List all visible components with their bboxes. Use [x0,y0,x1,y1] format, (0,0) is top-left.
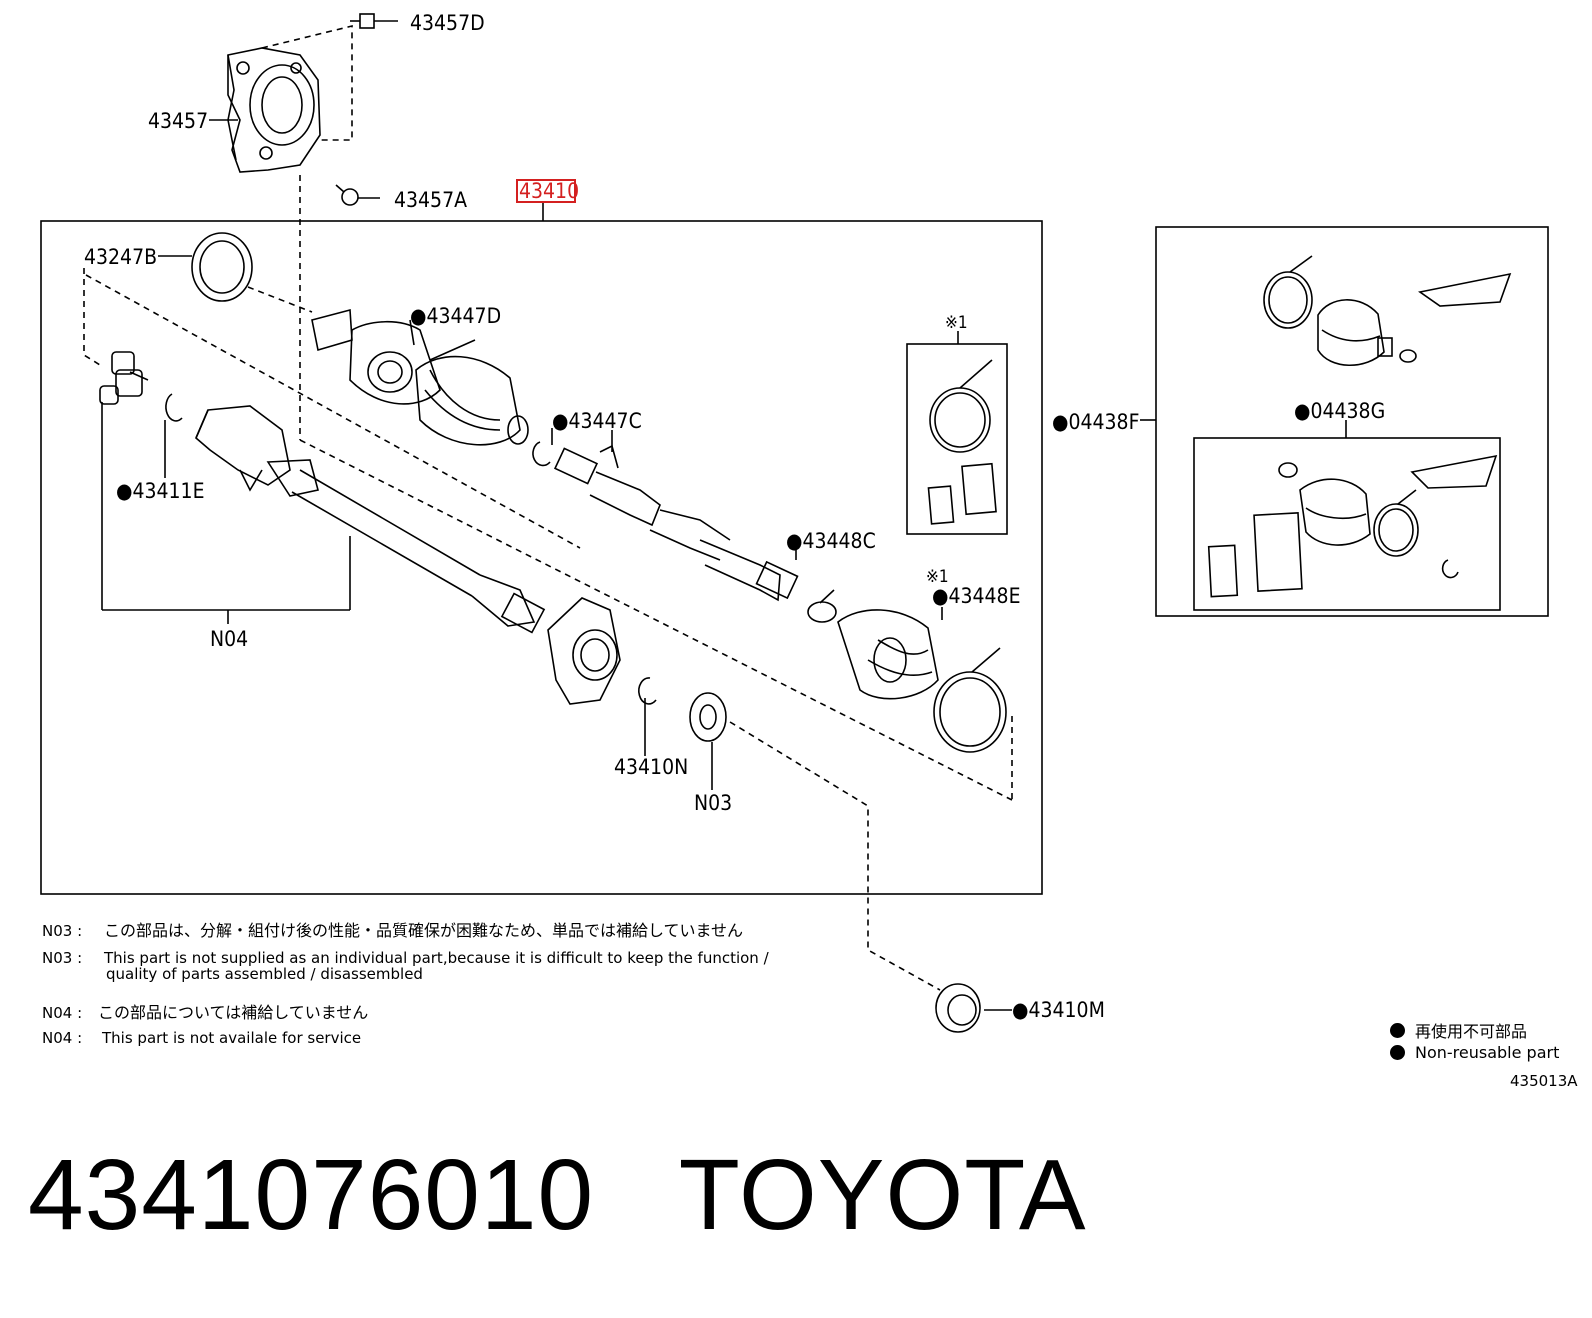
bearing-bracket-drawing [547,597,621,705]
label-N04[interactable]: N04 [210,627,248,651]
bolt-43457D [350,13,398,29]
snap-ring-43410N [638,677,657,705]
note-code: N03 : [42,922,83,940]
legend-dot-icon [1390,1045,1405,1060]
boot-kit-inner-frame [1193,437,1501,611]
figure-code: 435013A [1510,1072,1578,1090]
bolt-43457A [335,184,380,206]
label-N03[interactable]: N03 [694,791,732,815]
snap-ring-43447C [532,441,551,467]
legend-ja-text: 再使用不可部品 [1415,1022,1528,1041]
label-43410[interactable]: 43410 [519,179,579,203]
label-43448E[interactable]: ●43448E [932,584,1021,608]
label-43410N[interactable]: 43410N [614,755,688,779]
highlight-43410 [516,179,576,203]
note-n04-en: N04 : This part is not availale for servi… [42,1030,361,1047]
note-n04-ja: N04 : この部品については補給していません [42,1004,368,1022]
legend-dot-icon [1390,1022,1405,1038]
intermediate-shaft-drawing [553,430,799,602]
label-43448C[interactable]: ●43448C [786,529,876,553]
label-43447C[interactable]: ●43447C [552,409,642,433]
footer-brand: TOYOTA [678,1139,1087,1251]
note-code: N03 : [42,949,83,967]
note-text: This part is not availale for service [102,1029,362,1047]
note1-box [906,343,1008,535]
ring-43247B-drawing [158,232,253,302]
band-43448E-drawing [933,607,1007,753]
note-text-line2: quality of parts assembled / disassemble… [106,965,423,983]
note-n03-en: N03 : This part is not supplied as an ind… [42,950,769,967]
label-43410M[interactable]: ●43410M [1012,998,1105,1022]
outer-joint-drawing [311,308,529,446]
band-43448C-drawing [795,548,837,623]
tripod-joint-drawing [99,351,149,405]
note-text: この部品については補給していません [98,1003,369,1022]
note-code: N04 : [42,1004,83,1022]
label-43447D[interactable]: ●43447D [410,304,501,328]
label-43411E[interactable]: ●43411E [116,479,205,503]
label-04438G[interactable]: ●04438G [1294,399,1385,423]
bracket-43457-drawing [227,47,321,173]
mark-note1-right: ※1 [926,567,949,587]
note-text: This part is not supplied as an individu… [104,949,769,967]
bearing-N03-drawing [689,692,727,790]
note1-box-contents [927,359,997,525]
label-43247B[interactable]: 43247B [84,245,157,269]
boot-kit-contents [1207,255,1512,598]
inner-boot-drawing [837,609,939,700]
mark-note1-left: ※1 [945,313,968,333]
legend-ja: 再使用不可部品 [1390,1018,1527,1042]
footer-part-number: 4341076010 [28,1139,595,1251]
note-n03-ja: N03 : この部品は、分解・組付け後の性能・品質確保が困難なため、単品では補給し… [42,922,743,940]
seal-43410M-drawing [935,983,1012,1033]
note-text: この部品は、分解・組付け後の性能・品質確保が困難なため、単品では補給していません [104,921,744,940]
assembly-frame [40,220,1043,895]
legend-en-text: Non-reusable part [1415,1043,1560,1062]
label-43457[interactable]: 43457 [148,109,208,133]
boot-kit-frame [1155,226,1549,617]
label-43457D[interactable]: 43457D [410,11,485,35]
note-n03-en-line2: quality of parts assembled / disassemble… [106,966,423,983]
snap-ring-43411E [165,393,183,422]
inner-shaft-drawing [195,405,546,634]
footer-caption: 4341076010 TOYOTA [28,1140,1087,1250]
label-43457A[interactable]: 43457A [394,188,467,212]
label-04438F[interactable]: ●04438F [1052,410,1139,434]
legend-en: Non-reusable part [1390,1043,1559,1062]
note-code: N04 : [42,1029,83,1047]
